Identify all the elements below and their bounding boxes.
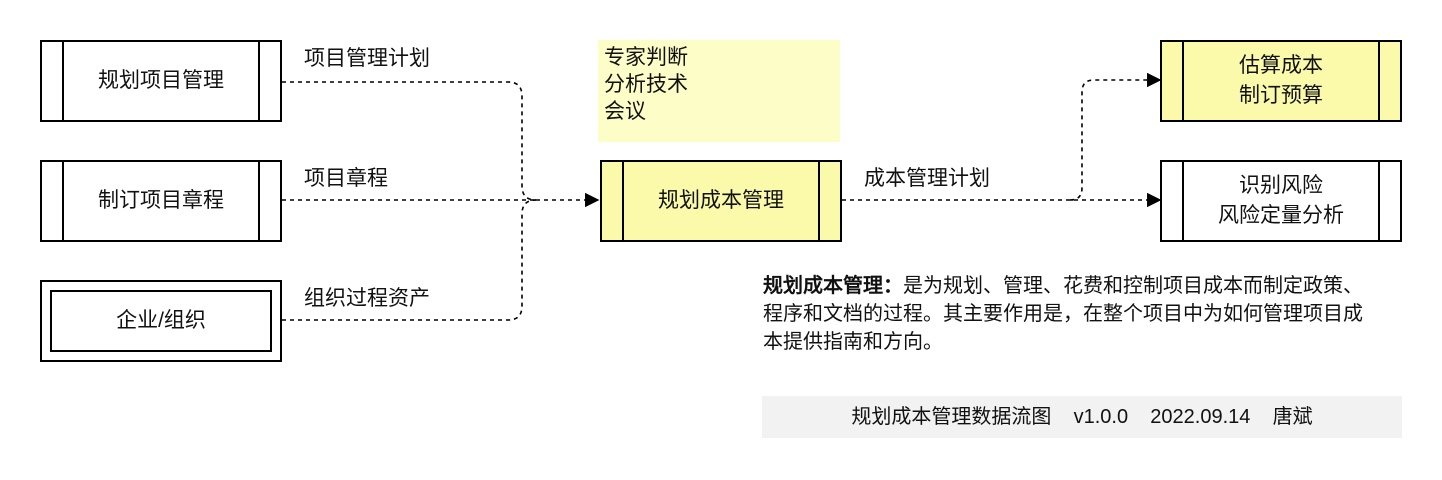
description-term: 规划成本管理： xyxy=(763,275,903,297)
input-box-charter-label: 制订项目章程 xyxy=(98,189,224,212)
output-box-risk-label: 识别风险 风险定量分析 xyxy=(1218,174,1344,227)
flow-line-plan xyxy=(282,81,537,201)
description-text: 是为规划、管理、花费和控制项目成本而制定政策、程序和文档的过程。其主要作用是，在… xyxy=(763,275,1363,353)
input-box-plan: 规划项目管理 xyxy=(40,40,282,122)
flow-line-out-top xyxy=(1069,72,1162,201)
flow-line-assets xyxy=(282,199,537,321)
output-box-risk: 识别风险 风险定量分析 xyxy=(1160,160,1402,242)
output-label-plan: 成本管理计划 xyxy=(864,167,990,190)
input-label-assets: 组织过程资产 xyxy=(304,287,430,310)
input-box-enterprise-label: 企业/组织 xyxy=(116,309,206,332)
diagram-footer: 规划成本管理数据流图 v1.0.0 2022.09.14 唐斌 xyxy=(762,396,1402,438)
tools-techniques-note: 专家判断 分析技术 会议 xyxy=(598,40,840,142)
input-box-charter: 制订项目章程 xyxy=(40,160,282,242)
process-description: 规划成本管理：是为规划、管理、花费和控制项目成本而制定政策、程序和文档的过程。其… xyxy=(763,272,1363,356)
input-label-plan: 项目管理计划 xyxy=(304,47,430,70)
process-box: 规划成本管理 xyxy=(600,160,842,242)
input-label-charter: 项目章程 xyxy=(304,167,388,190)
input-box-enterprise: 企业/组织 xyxy=(40,280,282,362)
process-box-label: 规划成本管理 xyxy=(658,189,784,212)
output-box-estimate: 估算成本 制订预算 xyxy=(1160,40,1402,122)
output-box-estimate-label: 估算成本 制订预算 xyxy=(1239,54,1323,107)
input-box-plan-label: 规划项目管理 xyxy=(98,69,224,92)
